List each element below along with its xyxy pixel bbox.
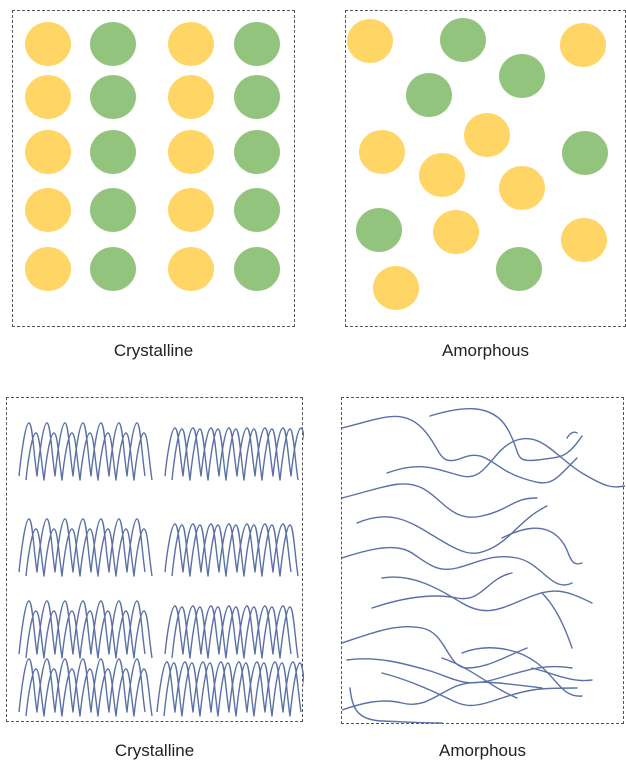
yellow-particle — [359, 130, 405, 174]
tangled-chain — [442, 658, 517, 698]
tangled-chain — [387, 439, 625, 487]
yellow-particle — [168, 75, 214, 119]
yellow-particle — [168, 130, 214, 174]
tangled-chain — [347, 659, 572, 683]
crystalline-particles-panel — [12, 10, 295, 327]
green-particle — [440, 18, 486, 62]
tangled-chain — [542, 593, 572, 648]
tangled-chain — [342, 484, 537, 517]
yellow-particle — [373, 266, 419, 310]
yellow-particle — [168, 247, 214, 291]
amorphous-chains-drawing — [342, 398, 625, 725]
green-particle — [234, 130, 280, 174]
crystalline-particles-caption: Crystalline — [12, 341, 295, 361]
amorphous-particles-drawing — [346, 11, 626, 328]
yellow-particle — [433, 210, 479, 254]
yellow-particle — [168, 188, 214, 232]
tangled-chain — [342, 416, 577, 482]
yellow-particle — [419, 153, 465, 197]
green-particle — [496, 247, 542, 291]
amorphous-particles-caption: Amorphous — [345, 341, 626, 361]
crystalline-chains-drawing — [7, 398, 304, 723]
crystalline-particles-drawing — [13, 11, 296, 328]
tangled-chain — [502, 528, 582, 564]
green-particle — [90, 130, 136, 174]
crystalline-chains-panel — [6, 397, 303, 722]
green-particle — [90, 75, 136, 119]
yellow-particle — [25, 188, 71, 232]
green-particle — [234, 22, 280, 66]
yellow-particle — [347, 19, 393, 63]
yellow-particle — [560, 23, 606, 67]
yellow-particle — [25, 247, 71, 291]
yellow-particle — [464, 113, 510, 157]
amorphous-chains-caption: Amorphous — [341, 741, 624, 761]
amorphous-chains-panel — [341, 397, 624, 724]
yellow-particle — [25, 130, 71, 174]
yellow-particle — [561, 218, 607, 262]
tangled-chain — [382, 577, 592, 611]
green-particle — [234, 75, 280, 119]
green-particle — [406, 73, 452, 117]
green-particle — [234, 188, 280, 232]
green-particle — [90, 247, 136, 291]
tangled-chain — [342, 627, 527, 668]
green-particle — [90, 188, 136, 232]
tangled-chain — [357, 506, 547, 553]
yellow-particle — [25, 22, 71, 66]
tangled-chain — [372, 573, 512, 608]
tangled-chain — [350, 688, 442, 723]
green-particle — [499, 54, 545, 98]
tangled-chain — [342, 548, 572, 585]
crystalline-chains-caption: Crystalline — [6, 741, 303, 761]
yellow-particle — [499, 166, 545, 210]
green-particle — [234, 247, 280, 291]
tangled-chain — [382, 673, 577, 706]
yellow-particle — [168, 22, 214, 66]
amorphous-particles-panel — [345, 10, 626, 327]
tangled-chain — [430, 409, 582, 461]
tangled-chain — [567, 432, 577, 438]
green-particle — [562, 131, 608, 175]
green-particle — [90, 22, 136, 66]
green-particle — [356, 208, 402, 252]
yellow-particle — [25, 75, 71, 119]
tangled-chain — [532, 668, 592, 681]
